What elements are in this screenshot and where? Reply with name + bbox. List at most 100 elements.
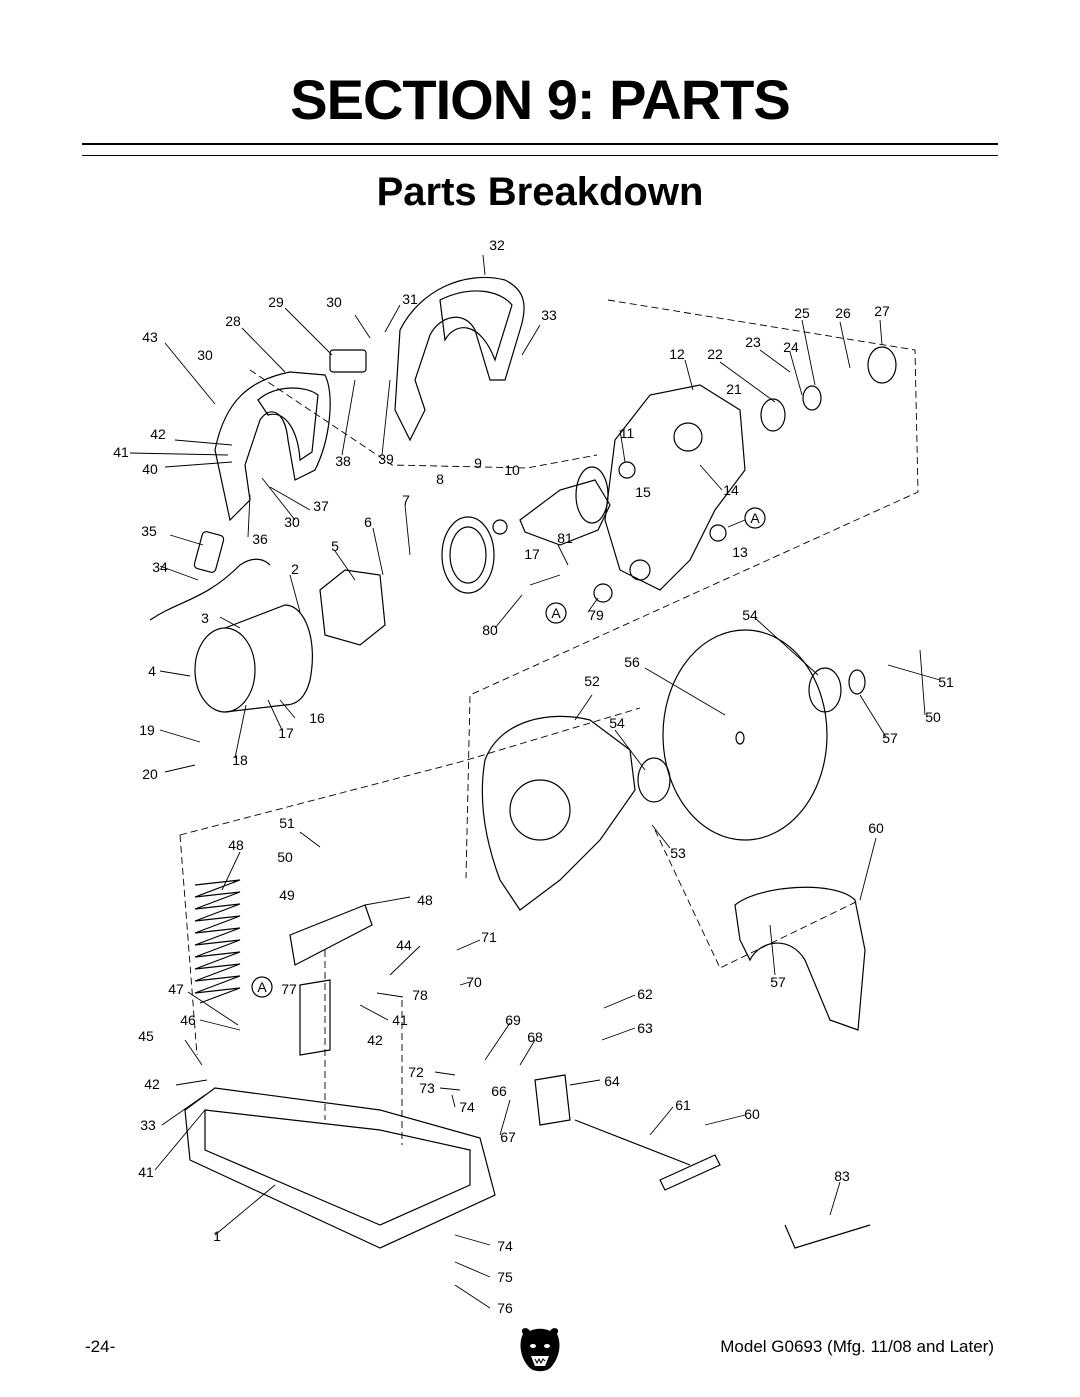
lower-blade-guard-part [481,715,636,911]
page-number: -24- [85,1337,116,1356]
callout-2: 2 [291,561,299,577]
callout-70: 70 [466,974,482,990]
callout-40: 40 [142,461,158,477]
callout-83: 83 [834,1168,850,1184]
callout-25: 25 [794,305,810,321]
callout-23: 23 [745,334,761,350]
callout-78: 77 [281,981,297,997]
callout-41c: 41 [138,1164,154,1180]
callout-54: 53 [670,845,686,861]
title-rule-top [82,143,998,145]
callout-69: 69 [505,1012,521,1028]
callout-48: 48 [228,837,244,853]
callout-34: 34 [152,559,168,575]
callout-43: 43 [142,329,158,345]
callout-56b: 54 [609,715,625,731]
callout-11: 11 [620,425,635,441]
callout-13: 13 [732,544,748,560]
callout-45: 45 [138,1028,154,1044]
reference-mark-a: A [551,605,561,621]
callout-5: 5 [331,538,339,554]
callout-72: 72 [408,1064,424,1080]
callout-38: 38 [335,453,351,469]
callout-71: 71 [481,929,497,945]
reference-mark-a-group: A A A [251,507,766,998]
bear-head-icon [520,1328,560,1372]
switch-part [329,349,367,373]
armature-part [519,479,611,546]
callout-51a: 50 [925,709,941,725]
callout-27: 27 [874,303,890,319]
callout-53: 52 [584,673,600,689]
model-info: Model G0693 (Mfg. 11/08 and Later) [720,1337,994,1356]
parts-breakdown-title: Parts Breakdown [376,170,704,214]
callout-17b: 17 [278,725,294,741]
callout-37: 37 [313,498,329,514]
stator-part [319,569,386,646]
blade-guard-part [734,886,866,1031]
callout-73: 73 [419,1080,435,1096]
callout-28: 28 [225,313,241,329]
callout-49: 48 [417,892,433,908]
callout-32: 32 [489,237,505,253]
callout-77: 76 [497,1300,513,1316]
callout-80: 79 [588,607,604,623]
callout-10: 10 [504,462,520,478]
leader-lines [129,254,941,1309]
callout-29: 29 [268,294,284,310]
callout-labels: 32 29 30 31 28 33 43 30 25 26 27 23 24 1… [113,237,954,1316]
cutoff-wheel-part [662,629,828,841]
callout-75: 74 [497,1238,513,1254]
section-title: SECTION 9: PARTS [290,68,790,131]
callout-79: 78 [412,987,428,1003]
callout-36: 36 [252,531,268,547]
callout-76: 75 [497,1269,513,1285]
callout-41a: 41 [113,444,129,460]
base-part [184,1087,496,1249]
callout-21: 21 [726,381,742,397]
callout-30b: 30 [197,347,213,363]
callout-65: 64 [604,1073,620,1089]
hex-wrench-part [784,1224,871,1249]
callout-67: 67 [500,1129,516,1145]
callout-22: 22 [707,346,723,362]
callout-58: 57 [882,730,898,746]
callout-39: 39 [378,451,394,467]
callout-57: 56 [624,654,640,670]
callout-51b: 50 [277,849,293,865]
callout-8: 8 [436,471,444,487]
callout-24: 24 [783,339,799,355]
callout-33b: 33 [140,1117,156,1133]
callout-15: 15 [635,484,651,500]
callout-14: 14 [723,482,739,498]
callout-7: 7 [402,492,410,508]
callout-50: 49 [279,887,295,903]
callout-61: 60 [744,1106,760,1122]
callout-82: 81 [557,530,573,546]
callout-42a: 42 [150,426,166,442]
callout-18: 18 [232,752,248,768]
callout-47: 47 [168,981,184,997]
callout-52a: 51 [938,674,954,690]
callout-17a: 17 [524,546,540,562]
reference-mark-a: A [750,510,760,526]
callout-4: 4 [148,663,156,679]
spring-part [194,879,241,1004]
callout-42b: 42 [367,1032,383,1048]
callout-81: 80 [482,622,498,638]
callout-1: 1 [213,1228,221,1244]
callout-31: 31 [402,291,418,307]
callout-52b: 51 [279,815,295,831]
callout-30c: 30 [284,514,300,530]
callout-60: 60 [868,820,884,836]
gear-housing-part [604,384,746,591]
callout-63: 62 [637,986,653,1002]
callout-20: 20 [142,766,158,782]
assembly-guide-lines [179,299,919,1145]
callout-26: 26 [835,305,851,321]
reference-mark-a: A [257,979,267,995]
title-rule-bottom [82,155,998,156]
callout-33a: 33 [541,307,557,323]
fence-plate-part [289,904,373,966]
